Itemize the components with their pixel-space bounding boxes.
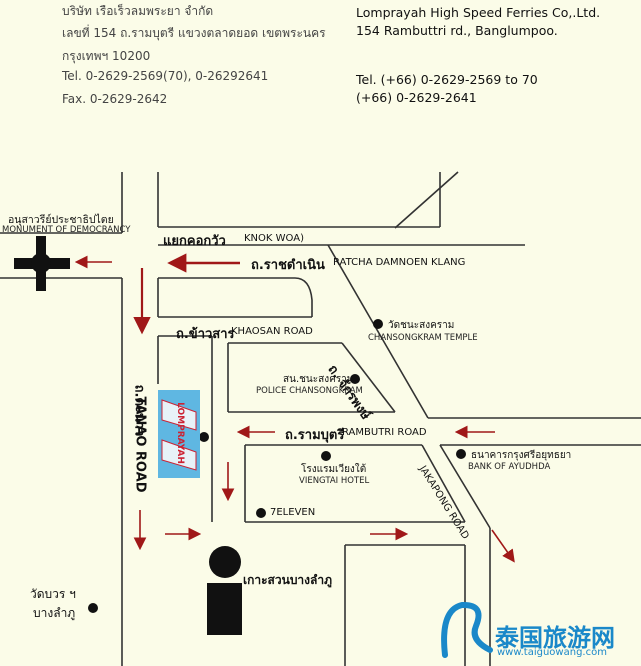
- bank-label-thai: ธนาคารกรุงศรีอยุทธยา: [471, 450, 572, 461]
- police-label-thai: สน.ชนะสงคราม: [283, 374, 354, 385]
- company-tel-en-2: (+66) 0-2629-2641: [356, 90, 477, 105]
- ratchadamnoen-label-thai: ถ.ราชดำเนิน: [251, 258, 325, 273]
- company-city-thai: กรุงเทพฯ 10200: [62, 49, 151, 63]
- ferry-sign-text: LOMPRAYAH: [175, 402, 185, 464]
- hotel-label-thai: โรงแรมเวียงใต้: [301, 464, 367, 475]
- watermark-url: www.taiguowang.com: [497, 647, 607, 658]
- kosuan-label: เกาะสวนบางลำภู: [243, 573, 333, 587]
- banglamphu-label: บางลำภู: [33, 606, 76, 620]
- company-address-thai: เลขที่ 154 ถ.รามบุตรี แขวงตลาดยอด เขตพระ…: [62, 26, 326, 40]
- wat-bowon-label: วัดบวร ฯ: [30, 587, 76, 601]
- company-tel-en-1: Tel. (+66) 0-2629-2569 to 70: [356, 72, 538, 87]
- temple-marker-icon: [373, 319, 383, 329]
- tanao-label-en: TANAO ROAD: [132, 396, 148, 493]
- knok-woa-label-thai: แยกคอกวัว: [163, 234, 226, 249]
- temple-label-thai: วัดชนะสงคราม: [388, 320, 455, 331]
- knok-woa-label-en: KNOK WOA): [244, 233, 304, 244]
- company-tel-thai: Tel. 0-2629-2569(70), 0-26292641: [62, 69, 269, 83]
- temple-label-en: CHANSONGKRAM TEMPLE: [368, 333, 478, 343]
- democracy-label-en: MONUMENT OF DEMOCRANCY: [2, 225, 131, 235]
- rambutri-label-en: RAMBUTRI ROAD: [342, 427, 427, 438]
- democracy-monument-icon: [14, 236, 70, 291]
- company-address-en: 154 Rambuttri rd., Banglumpoo.: [356, 23, 558, 38]
- company-name-en: Lomprayah High Speed Ferries Co,.Ltd.: [356, 5, 601, 20]
- road-line: [421, 444, 466, 523]
- democracy-label-thai: อนุสาวรีย์ประชาธิปไตย: [8, 214, 114, 226]
- company-fax-thai: Fax. 0-2629-2642: [62, 92, 168, 106]
- rambutri-label-thai: ถ.รามบุตรี: [285, 428, 345, 443]
- khaosan-label-thai: ถ.ข้าวสาร: [176, 327, 235, 342]
- office-marker-icon: [199, 432, 209, 442]
- road-line: [341, 342, 396, 413]
- seven-eleven-label: 7ELEVEN: [270, 507, 316, 518]
- khaosan-label-en: KHAOSAN ROAD: [231, 326, 313, 337]
- hotel-label-en: VIENGTAI HOTEL: [299, 476, 370, 486]
- fort-icon: [207, 546, 242, 635]
- bank-marker-icon: [456, 449, 466, 459]
- watermark-logo-icon: [441, 601, 493, 658]
- ratchadamnoen-label-en: RATCHA DAMNOEN KLANG: [333, 257, 466, 268]
- jakapong-road: [439, 444, 491, 529]
- seven-eleven-marker-icon: [256, 508, 266, 518]
- chakrapong-road: [327, 244, 429, 419]
- police-marker-icon: [350, 374, 360, 384]
- hotel-marker-icon: [321, 451, 331, 461]
- wat-bowon-marker-icon: [88, 603, 98, 613]
- arrow-jakapong: [491, 529, 515, 563]
- road-line: [394, 171, 459, 229]
- watermark-chinese: 泰国旅游网: [495, 624, 615, 652]
- police-label-en: POLICE CHANSONGKRAM: [256, 386, 363, 396]
- bank-label-en: BANK OF AYUDHDA: [468, 462, 551, 472]
- road-line: [294, 277, 313, 317]
- company-name-thai: บริษัท เรือเร็วลมพระยา จำกัด: [62, 4, 214, 18]
- ferry-sign-icon: [158, 390, 200, 478]
